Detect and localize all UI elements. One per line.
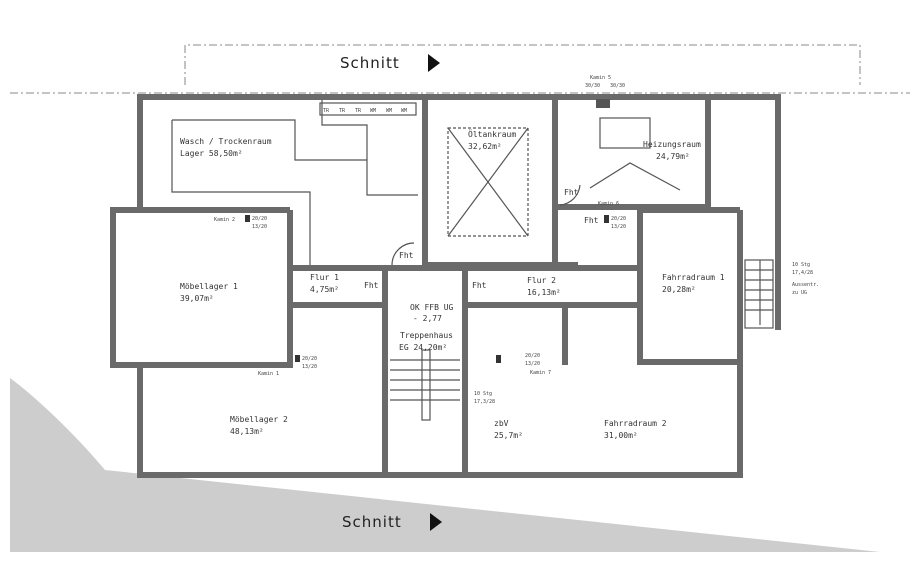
svg-text:4,75m²: 4,75m² [310,285,339,294]
heating-symbol [589,162,681,191]
svg-text:TR: TR [323,108,330,114]
section-arrow-bottom-icon [430,513,442,531]
svg-text:16,13m²: 16,13m² [527,288,561,297]
svg-text:17,4/28: 17,4/28 [792,270,813,276]
walls [110,94,781,478]
shelving-outline [171,120,311,265]
svg-text:TR: TR [355,108,362,114]
chimney-labels: 20/20 13/20 Kamin 1 Kamin 2 20/20 13/20 … [214,75,626,377]
svg-text:WM: WM [370,108,376,114]
fire-door: Fht Fht Fht Fht Fht [364,184,599,290]
svg-text:TR: TR [339,108,346,114]
section-outline [184,44,861,85]
svg-text:Fht: Fht [564,188,579,197]
svg-text:zu UG: zu UG [792,290,807,296]
svg-text:48,13m²: 48,13m² [230,427,264,436]
svg-text:Möbellager 1: Möbellager 1 [180,282,238,291]
svg-text:20,28m²: 20,28m² [662,285,696,294]
stair-notes: 10 Stg 17,3/28 10 Stg 17,4/28 Aussentr. … [474,262,819,405]
svg-text:Flur 1: Flur 1 [310,273,339,282]
terrain-area [10,378,880,552]
svg-text:13/20: 13/20 [252,224,267,230]
svg-text:Aussentr.: Aussentr. [792,282,819,288]
svg-text:Kamin 5: Kamin 5 [590,75,611,81]
outer-stairs [744,259,774,329]
svg-text:Möbellager 2: Möbellager 2 [230,415,288,424]
svg-text:Heizungsraum: Heizungsraum [643,140,701,149]
svg-text:Fht: Fht [472,281,487,290]
wash-room-outline [172,119,418,196]
svg-text:31,00m²: 31,00m² [604,431,638,440]
oil-tank-symbol [447,127,529,237]
svg-text:EG 24,20m²: EG 24,20m² [399,343,447,352]
svg-text:13/20: 13/20 [611,224,626,230]
svg-text:20/20: 20/20 [252,216,267,222]
svg-text:WM: WM [386,108,392,114]
svg-text:17,3/28: 17,3/28 [474,399,495,405]
svg-text:Flur 2: Flur 2 [527,276,556,285]
svg-text:Öltankraum: Öltankraum [468,129,516,139]
svg-text:Wasch / Trockenraum: Wasch / Trockenraum [180,137,272,146]
svg-text:Kamin 6: Kamin 6 [598,201,619,207]
svg-text:13/20: 13/20 [525,361,540,367]
svg-text:30/30: 30/30 [610,83,625,89]
svg-text:10 Stg: 10 Stg [474,391,492,397]
svg-text:WM: WM [401,108,407,114]
svg-text:39,07m²: 39,07m² [180,294,214,303]
svg-text:Fht: Fht [399,251,414,260]
svg-text:Kamin 2: Kamin 2 [214,217,235,223]
svg-text:Fahrradraum 2: Fahrradraum 2 [604,419,667,428]
appliance-row: TR TR TR WM WM WM [319,102,417,116]
svg-text:Fht: Fht [364,281,379,290]
svg-text:Fht: Fht [584,216,599,225]
svg-text:20/20: 20/20 [302,356,317,362]
level-value: - 2,77 [413,314,442,323]
svg-text:Fahrradraum 1: Fahrradraum 1 [662,273,725,282]
section-label-bottom: Schnitt [342,513,402,531]
svg-text:25,7m²: 25,7m² [494,431,523,440]
svg-text:13/20: 13/20 [302,364,317,370]
svg-text:10 Stg: 10 Stg [792,262,810,268]
svg-text:zbV: zbV [494,419,509,428]
section-arrow-top-icon [428,54,440,72]
room-label: Wasch / Trockenraum Lager 58,50m² Öltank… [180,129,725,440]
svg-text:32,62m²: 32,62m² [468,142,502,151]
svg-text:Kamin 7: Kamin 7 [530,370,551,376]
svg-text:30/30: 30/30 [585,83,600,89]
svg-text:20/20: 20/20 [611,216,626,222]
svg-text:Treppenhaus: Treppenhaus [400,331,453,340]
svg-text:24,79m²: 24,79m² [656,152,690,161]
level-label: OK FFB UG [410,303,454,312]
svg-text:20/20: 20/20 [525,353,540,359]
appliance-outline [321,100,368,160]
svg-text:Kamin 1: Kamin 1 [258,371,279,377]
section-label-top: Schnitt [340,54,400,72]
svg-text:Lager 58,50m²: Lager 58,50m² [180,149,243,158]
boiler-symbol [599,117,651,149]
inner-stairs [390,349,460,421]
